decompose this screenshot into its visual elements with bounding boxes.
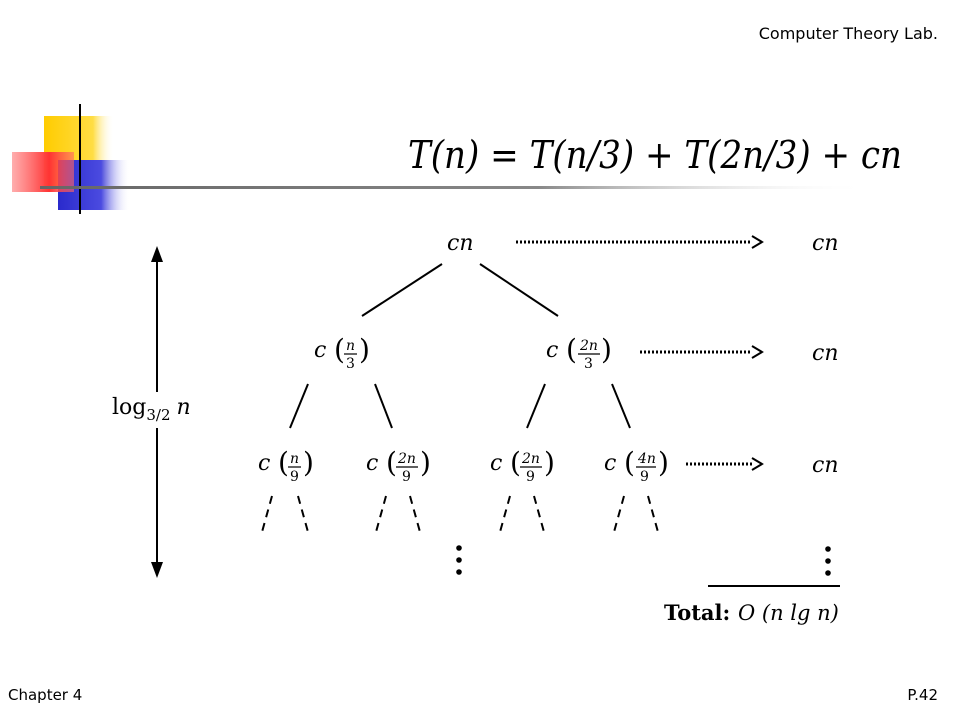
- svg-text:c: c: [604, 451, 616, 476]
- svg-text:9: 9: [290, 469, 299, 485]
- level-arrows: [516, 240, 752, 466]
- svg-text:c: c: [258, 451, 270, 476]
- svg-text:4n: 4n: [637, 451, 656, 467]
- svg-text:c: c: [490, 451, 502, 476]
- svg-text:): ): [303, 446, 314, 479]
- svg-text:(: (: [510, 446, 521, 479]
- header-lab-name: Computer Theory Lab.: [758, 24, 938, 43]
- svg-text:): ): [658, 446, 669, 479]
- tree-vertical-ellipsis: [456, 545, 462, 575]
- level-sum: cn: [812, 231, 839, 256]
- tree-edge: [374, 383, 393, 429]
- level-sum: cn: [812, 453, 839, 478]
- arrow-heads: [751, 235, 764, 471]
- tree-edge: [289, 383, 309, 429]
- tree-root: cn: [447, 231, 474, 256]
- svg-text:(: (: [334, 333, 345, 366]
- tree-node-l2-1: c ( n 9 ): [258, 446, 314, 485]
- logo-red-square: [12, 152, 74, 192]
- svg-text:3: 3: [584, 356, 593, 372]
- svg-text:(: (: [566, 333, 577, 366]
- svg-text:n: n: [346, 338, 355, 354]
- svg-text:(: (: [278, 446, 289, 479]
- tree-node-l2-3: c ( 2n 9 ): [490, 446, 555, 485]
- tree-edge: [611, 383, 631, 429]
- svg-text:): ): [359, 333, 370, 366]
- svg-text:9: 9: [640, 469, 649, 485]
- tree-dashed-edges: [261, 495, 659, 533]
- footer-page-number: P.42: [907, 686, 938, 704]
- svg-text:2n: 2n: [397, 451, 416, 467]
- svg-text:): ): [601, 333, 612, 366]
- svg-text:): ): [544, 446, 555, 479]
- tree-node-l1-right: c ( 2n 3 ): [546, 333, 612, 372]
- tree-edge: [479, 263, 559, 317]
- recurrence-formula: T(n) = T(n/3) + T(2n/3) + cn: [408, 133, 902, 177]
- tree-edge: [526, 383, 546, 429]
- tree-node-l2-4: c ( 4n 9 ): [604, 446, 669, 485]
- svg-text:c: c: [546, 338, 558, 363]
- tree-edge: [361, 263, 443, 317]
- footer-chapter: Chapter 4: [8, 686, 83, 704]
- tree-node-l1-left: c ( n 3 ): [314, 333, 370, 372]
- svg-text:9: 9: [402, 469, 411, 485]
- svg-text:c: c: [366, 451, 378, 476]
- level-sum: cn: [812, 341, 839, 366]
- total-label: Total:: [664, 600, 730, 625]
- sum-vertical-ellipsis: [825, 546, 831, 576]
- svg-text:n: n: [290, 451, 299, 467]
- svg-text:(: (: [624, 446, 635, 479]
- tree-node-l2-2: c ( 2n 9 ): [366, 446, 431, 485]
- svg-text:3: 3: [346, 356, 355, 372]
- total-value: O (n lg n): [738, 601, 839, 625]
- svg-text:9: 9: [526, 469, 535, 485]
- svg-text:2n: 2n: [579, 338, 598, 354]
- svg-text:(: (: [386, 446, 397, 479]
- svg-text:2n: 2n: [521, 451, 540, 467]
- title-underline: [40, 186, 870, 189]
- svg-text:): ): [420, 446, 431, 479]
- svg-text:c: c: [314, 338, 326, 363]
